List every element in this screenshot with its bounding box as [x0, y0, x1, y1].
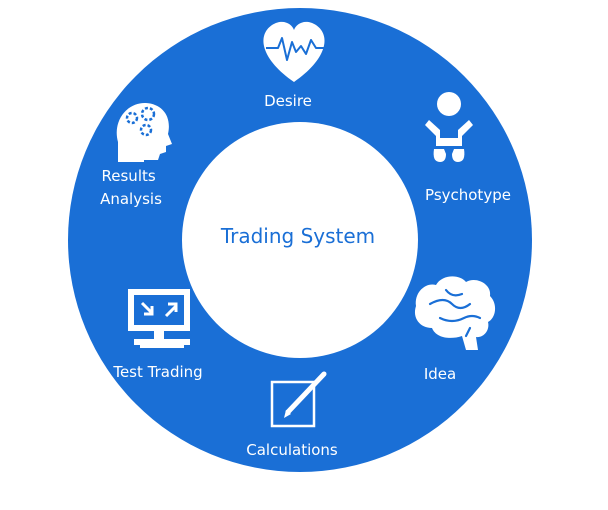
segment-desire: Desire [263, 21, 325, 110]
segment-label-analysis: Analysis [100, 190, 162, 208]
baby-icon [425, 92, 473, 162]
segment-test-trading: Test Trading [112, 289, 203, 381]
segment-label-psychotype: Psychotype [425, 186, 511, 204]
center-label: Trading System [220, 224, 375, 248]
segment-label-idea: Idea [424, 365, 456, 383]
segment-label-desire: Desire [264, 92, 312, 110]
segment-label-test-trading: Test Trading [112, 363, 202, 381]
segment-label-calculations: Calculations [246, 441, 338, 459]
segment-results-analysis: Results Analysis [100, 102, 172, 208]
brain-icon [414, 276, 496, 350]
segment-calculations: Calculations [246, 371, 338, 459]
center-circle [182, 122, 418, 358]
computer-icon [128, 289, 190, 348]
segment-psychotype: Psychotype [425, 92, 511, 204]
segment-idea: Idea [414, 276, 496, 383]
head-gears-icon [116, 102, 172, 162]
heart-pulse-icon [263, 21, 325, 83]
segment-label-results: Results [102, 167, 156, 185]
segment-label-results-analysis: Results Analysis [100, 167, 162, 208]
pencil-note-icon [270, 371, 327, 428]
